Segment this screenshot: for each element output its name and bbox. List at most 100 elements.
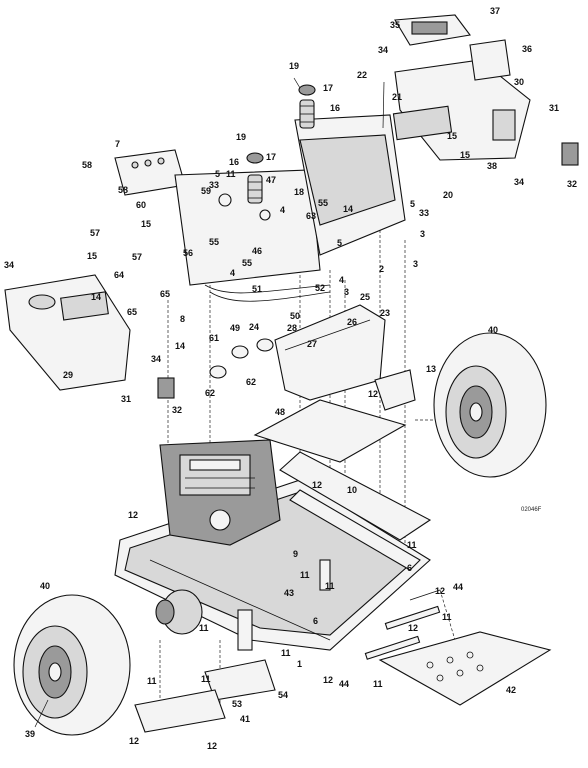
callout-34: 34 (514, 177, 524, 187)
callout-16: 16 (330, 103, 340, 113)
callout-11: 11 (407, 540, 417, 550)
callout-32: 32 (567, 179, 577, 189)
callout-19: 19 (289, 61, 299, 71)
callout-26: 26 (347, 317, 357, 327)
frame-rails (279, 451, 432, 571)
drawing-code: 02046F (521, 507, 542, 513)
callout-40: 40 (40, 581, 50, 591)
callout-6: 6 (313, 616, 318, 626)
callout-31: 31 (121, 394, 131, 404)
callout-49: 49 (230, 323, 240, 333)
engine-deck-plate (253, 399, 407, 463)
callout-30: 30 (514, 77, 524, 87)
callout-54: 54 (278, 690, 288, 700)
callout-11: 11 (147, 676, 157, 686)
callout-44: 44 (339, 679, 349, 689)
callout-4: 4 (230, 268, 235, 278)
callout-11: 11 (199, 623, 209, 633)
callout-12: 12 (207, 741, 217, 751)
callout-5: 5 (215, 169, 220, 179)
callout-36: 36 (522, 44, 532, 54)
callout-4: 4 (339, 275, 344, 285)
callout-23: 23 (380, 308, 390, 318)
pad-32-left (157, 377, 175, 399)
leader-lines (34, 77, 441, 728)
callout-3: 3 (420, 229, 425, 239)
callout-34: 34 (4, 260, 14, 270)
callout-4: 4 (280, 205, 285, 215)
callout-65: 65 (127, 307, 137, 317)
callout-47: 47 (266, 175, 276, 185)
callout-17: 17 (266, 152, 276, 162)
spring-16-lower (246, 152, 264, 204)
callout-5: 5 (410, 199, 415, 209)
callout-19: 19 (236, 132, 246, 142)
callout-14: 14 (91, 292, 101, 302)
callout-38: 38 (487, 161, 497, 171)
right-console (394, 14, 511, 81)
callout-46: 46 (252, 246, 262, 256)
callout-11: 11 (201, 674, 211, 684)
callout-13: 13 (426, 364, 436, 374)
callout-6: 6 (407, 563, 412, 573)
callout-10: 10 (347, 485, 357, 495)
callout-59: 59 (201, 186, 211, 196)
callout-25: 25 (360, 292, 370, 302)
callout-5: 5 (337, 238, 342, 248)
floor-pan (378, 631, 552, 706)
callout-61: 61 (209, 333, 219, 343)
callout-11: 11 (325, 581, 335, 591)
callout-34: 34 (378, 45, 388, 55)
front-wheel-left (13, 594, 131, 736)
callout-34: 34 (151, 354, 161, 364)
callout-32: 32 (172, 405, 182, 415)
callout-15: 15 (87, 251, 97, 261)
rear-wheel-right (433, 332, 547, 478)
callout-55: 55 (318, 198, 328, 208)
callout-37: 37 (490, 6, 500, 16)
callout-60: 60 (136, 200, 146, 210)
callout-65: 65 (160, 289, 170, 299)
fuel-tank (274, 304, 386, 401)
callout-14: 14 (175, 341, 185, 351)
callout-44: 44 (453, 582, 463, 592)
callout-55: 55 (242, 258, 252, 268)
callout-12: 12 (435, 586, 445, 596)
callout-12: 12 (408, 623, 418, 633)
callout-16: 16 (229, 157, 239, 167)
callout-12: 12 (129, 736, 139, 746)
callout-8: 8 (180, 314, 185, 324)
callout-52: 52 (315, 283, 325, 293)
callout-41: 41 (240, 714, 250, 724)
callout-20: 20 (443, 190, 453, 200)
callout-11: 11 (300, 570, 310, 580)
callout-2: 2 (379, 264, 384, 274)
callout-18: 18 (294, 187, 304, 197)
callout-15: 15 (447, 131, 457, 141)
pad-32-right (561, 142, 579, 166)
callout-21: 21 (392, 92, 402, 102)
callout-17: 17 (323, 83, 333, 93)
callout-9: 9 (293, 549, 298, 559)
callout-27: 27 (307, 339, 317, 349)
hydraulic-lines (204, 284, 331, 302)
left-fender (4, 274, 131, 391)
callout-15: 15 (460, 150, 470, 160)
plate-53 (134, 689, 226, 733)
control-panel-left (174, 169, 321, 286)
callout-51: 51 (252, 284, 262, 294)
callout-56: 56 (183, 248, 193, 258)
callout-50: 50 (290, 311, 300, 321)
callout-28: 28 (287, 323, 297, 333)
callout-29: 29 (63, 370, 73, 380)
callout-35: 35 (390, 20, 400, 30)
callout-53: 53 (232, 699, 242, 709)
callout-12: 12 (368, 389, 378, 399)
callout-3: 3 (413, 259, 418, 269)
callout-58: 58 (82, 160, 92, 170)
callout-3: 3 (344, 287, 349, 297)
callout-12: 12 (128, 510, 138, 520)
pivot-pins (364, 605, 441, 660)
